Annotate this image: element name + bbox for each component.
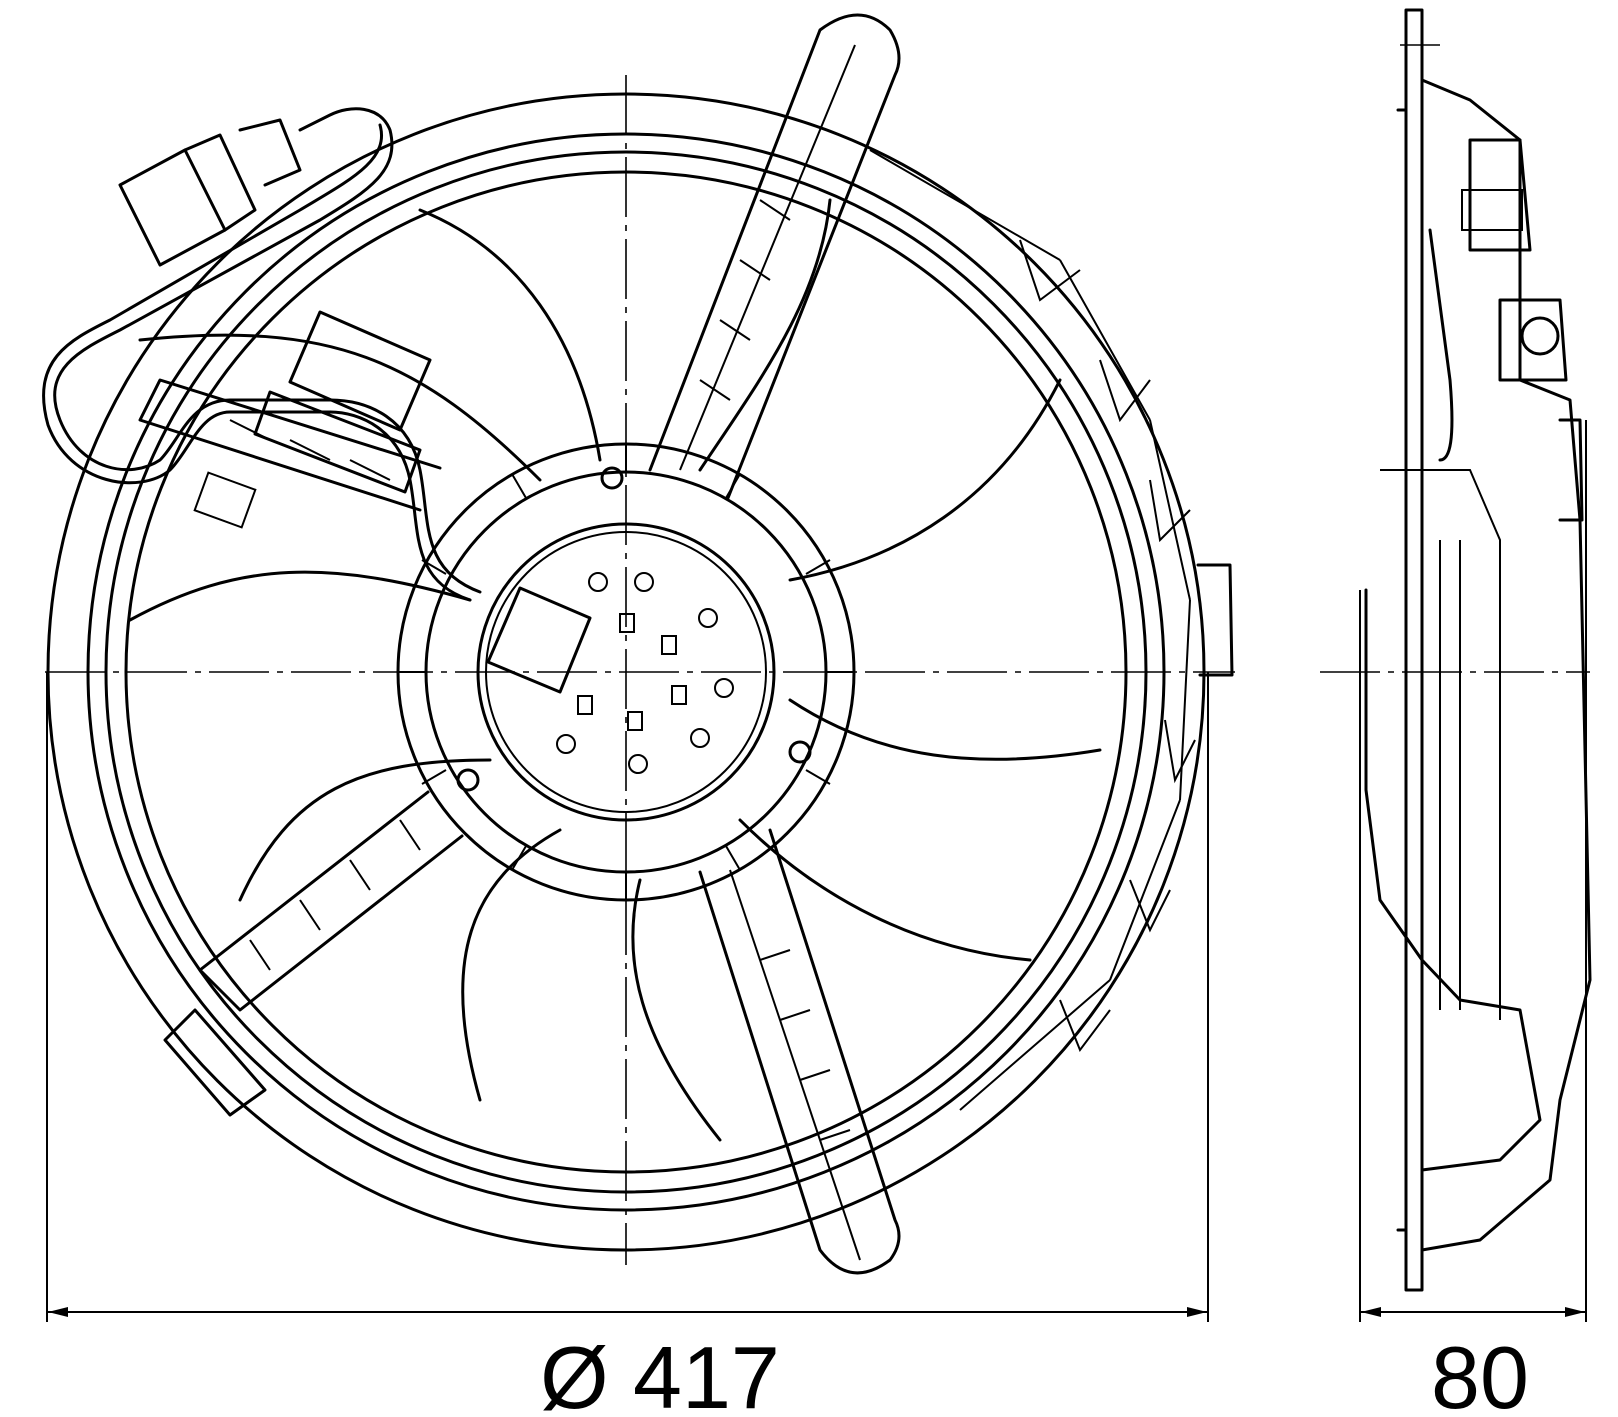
support-arms (138, 13, 901, 1275)
side-cable (1428, 228, 1454, 462)
arm-upper-left (138, 378, 442, 512)
dimensions: Ø 417 80 (46, 420, 1587, 1417)
hub-motor-inner-ring (485, 531, 767, 813)
screw-icon (788, 740, 812, 764)
blade-3 (238, 758, 492, 902)
right-mounting-tab (1196, 563, 1234, 677)
side-back-plate (1404, 8, 1424, 1292)
cable-harness (42, 107, 482, 602)
blade-4 (461, 828, 562, 1102)
hub-motor-ring (476, 522, 776, 822)
blade-5 (631, 878, 722, 1142)
side-view (1320, 8, 1592, 1292)
side-shroud-body (1420, 78, 1592, 1252)
shroud-ring-3 (104, 150, 1148, 1194)
blade-6 (738, 818, 1032, 962)
motor-connector-block (486, 586, 592, 694)
side-connector (1468, 138, 1532, 252)
resistor-housing (193, 310, 432, 529)
fan-blades (128, 198, 1102, 1142)
blade-7 (788, 698, 1102, 761)
hub-screws (456, 466, 812, 792)
blade-1 (138, 333, 542, 482)
arm-bottom-right (698, 828, 901, 1275)
screw-icon (600, 466, 624, 490)
blade-10 (418, 208, 602, 462)
shroud-ring-2 (86, 132, 1166, 1212)
front-view (42, 13, 1235, 1275)
depth-label: 80 (1431, 1328, 1529, 1417)
blade-2 (128, 570, 472, 622)
bottom-left-mounting-tab (163, 1008, 267, 1117)
shroud-lattice (869, 149, 1196, 1111)
motor-face-holes (556, 572, 734, 774)
arm-top-right (648, 13, 901, 500)
cable (53, 107, 482, 594)
top-connector-plug (118, 148, 227, 267)
arm-left (198, 790, 464, 1012)
blade-9 (698, 198, 832, 472)
side-motor-profile (1364, 588, 1542, 1172)
side-hose-fitting (1520, 316, 1560, 356)
diameter-label: Ø 417 (540, 1328, 780, 1417)
screw-icon (456, 768, 480, 792)
blade-8 (788, 378, 1062, 582)
shroud-ring-4 (124, 170, 1128, 1174)
